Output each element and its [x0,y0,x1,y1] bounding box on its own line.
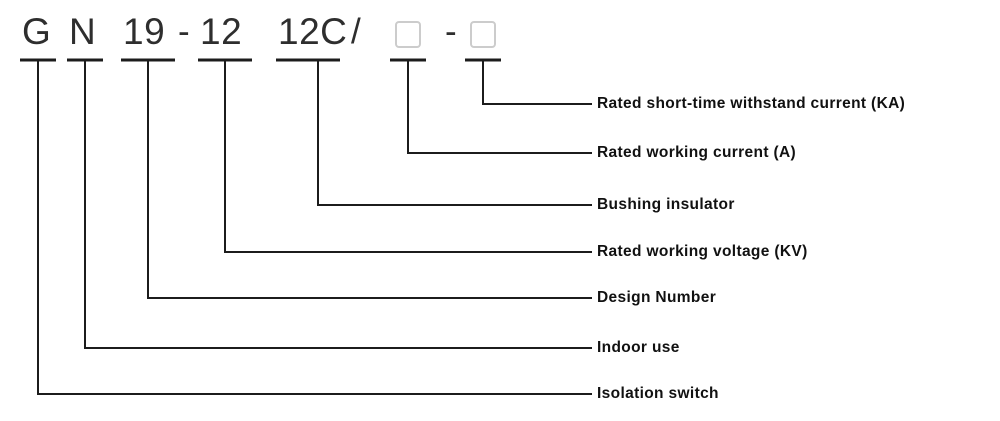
label-isolation-switch: Isolation switch [597,385,719,402]
code-segment-12c: 12C [278,11,348,52]
label-rated-short-time-withstand-current: Rated short-time withstand current (KA) [597,95,906,112]
code-placeholder-box-1[interactable] [395,21,421,48]
label-bushing-insulator: Bushing insulator [597,196,735,213]
code-placeholder-box-2[interactable] [470,21,496,48]
label-rated-working-voltage: Rated working voltage (KV) [597,243,808,260]
label-rated-working-current: Rated working current (A) [597,144,797,161]
label-design-number: Design Number [597,289,717,306]
code-segment-12: 12 [200,11,243,52]
code-segment-g: G [22,11,52,52]
code-separator: - [445,12,457,51]
code-separator: / [351,12,361,51]
code-segment-19: 19 [123,11,166,52]
label-indoor-use: Indoor use [597,339,680,356]
code-separator: - [178,12,190,51]
code-segment-n: N [69,11,97,52]
